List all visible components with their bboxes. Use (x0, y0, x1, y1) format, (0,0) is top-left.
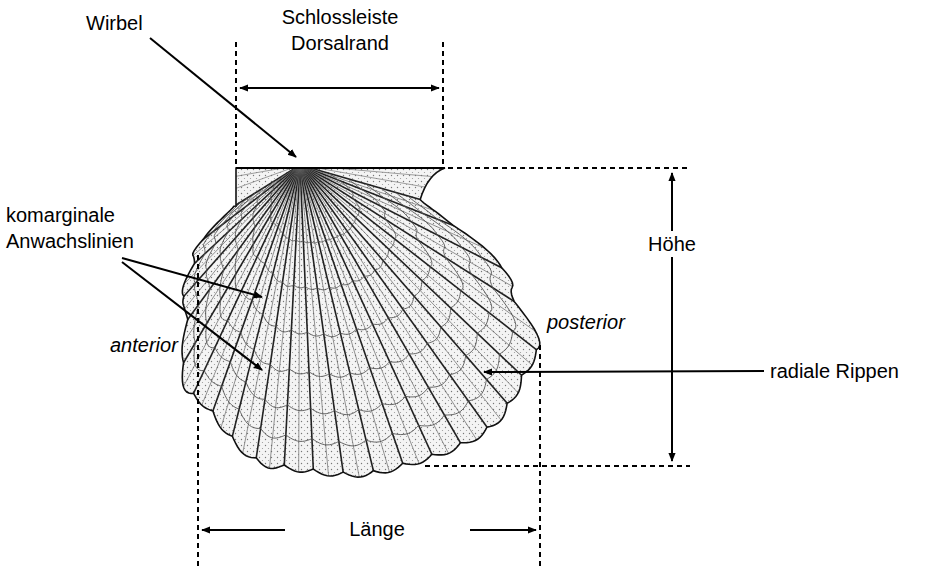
radial-rib (25, 165, 300, 398)
dimension-arrows (202, 88, 672, 530)
radial-rib (132, 165, 300, 484)
radial-rib (300, 165, 523, 448)
hinge-line (236, 167, 445, 169)
guide-line (197, 255, 199, 569)
part-label: komarginale Anwachslinien (6, 202, 141, 254)
growth-line (220, 188, 463, 377)
radial-rib (264, 165, 300, 523)
part-label: anterior (110, 332, 178, 358)
radial-rib (196, 165, 300, 510)
radial-rib (300, 165, 433, 499)
shell-drawing (0, 50, 646, 525)
part-label: Schlossleiste Dorsalrand (270, 4, 410, 56)
ear-rib (112, 165, 300, 233)
radial-rib (117, 165, 300, 475)
dimension-arrow (240, 87, 439, 89)
growth-line (271, 174, 360, 243)
shell-outline (182, 168, 540, 477)
radial-rib (300, 165, 628, 313)
radial-rib (49, 165, 300, 423)
dimension-arrow (671, 173, 673, 461)
radial-rib (300, 165, 509, 458)
leader-line (150, 38, 296, 157)
radial-rib (213, 165, 300, 514)
shell-texture (0, 50, 646, 525)
growth-line (194, 196, 516, 446)
radial-rib (300, 165, 480, 477)
leader-line (484, 371, 764, 372)
radial-rib (300, 165, 333, 523)
growth-line (235, 184, 432, 337)
part-label: Wirbel (86, 10, 143, 36)
growth-line (206, 193, 492, 415)
part-label: posterior (547, 309, 625, 335)
part-label: Länge (343, 516, 411, 542)
radial-rib (300, 165, 584, 387)
growth-line (253, 179, 396, 290)
ear-rib (300, 148, 499, 165)
guide-line (235, 42, 237, 166)
radial-rib (298, 165, 300, 525)
part-label: Höhe (642, 231, 702, 257)
radial-rib (88, 165, 300, 456)
dimension-guides (198, 42, 690, 569)
guide-line (448, 167, 690, 169)
radial-rib (300, 165, 641, 281)
guide-line (539, 345, 541, 569)
guide-line (425, 465, 690, 467)
ear-rib (300, 165, 500, 166)
leader-lines (122, 38, 764, 372)
guide-line (442, 42, 444, 166)
ear-rib (136, 50, 300, 165)
radial-rib (300, 165, 417, 505)
radial-rib (37, 165, 300, 411)
ear-rib (107, 113, 300, 165)
ear-rib (119, 80, 300, 165)
ear-rib (103, 165, 300, 200)
dimension-arrow (202, 529, 285, 531)
radial-rib (300, 165, 401, 511)
part-label: radiale Rippen (770, 358, 899, 384)
ear-rib (100, 165, 300, 166)
radial-rib (300, 165, 594, 373)
radial-rib (300, 165, 367, 519)
dimension-arrow (470, 529, 536, 531)
radial-rib (14, 165, 300, 384)
